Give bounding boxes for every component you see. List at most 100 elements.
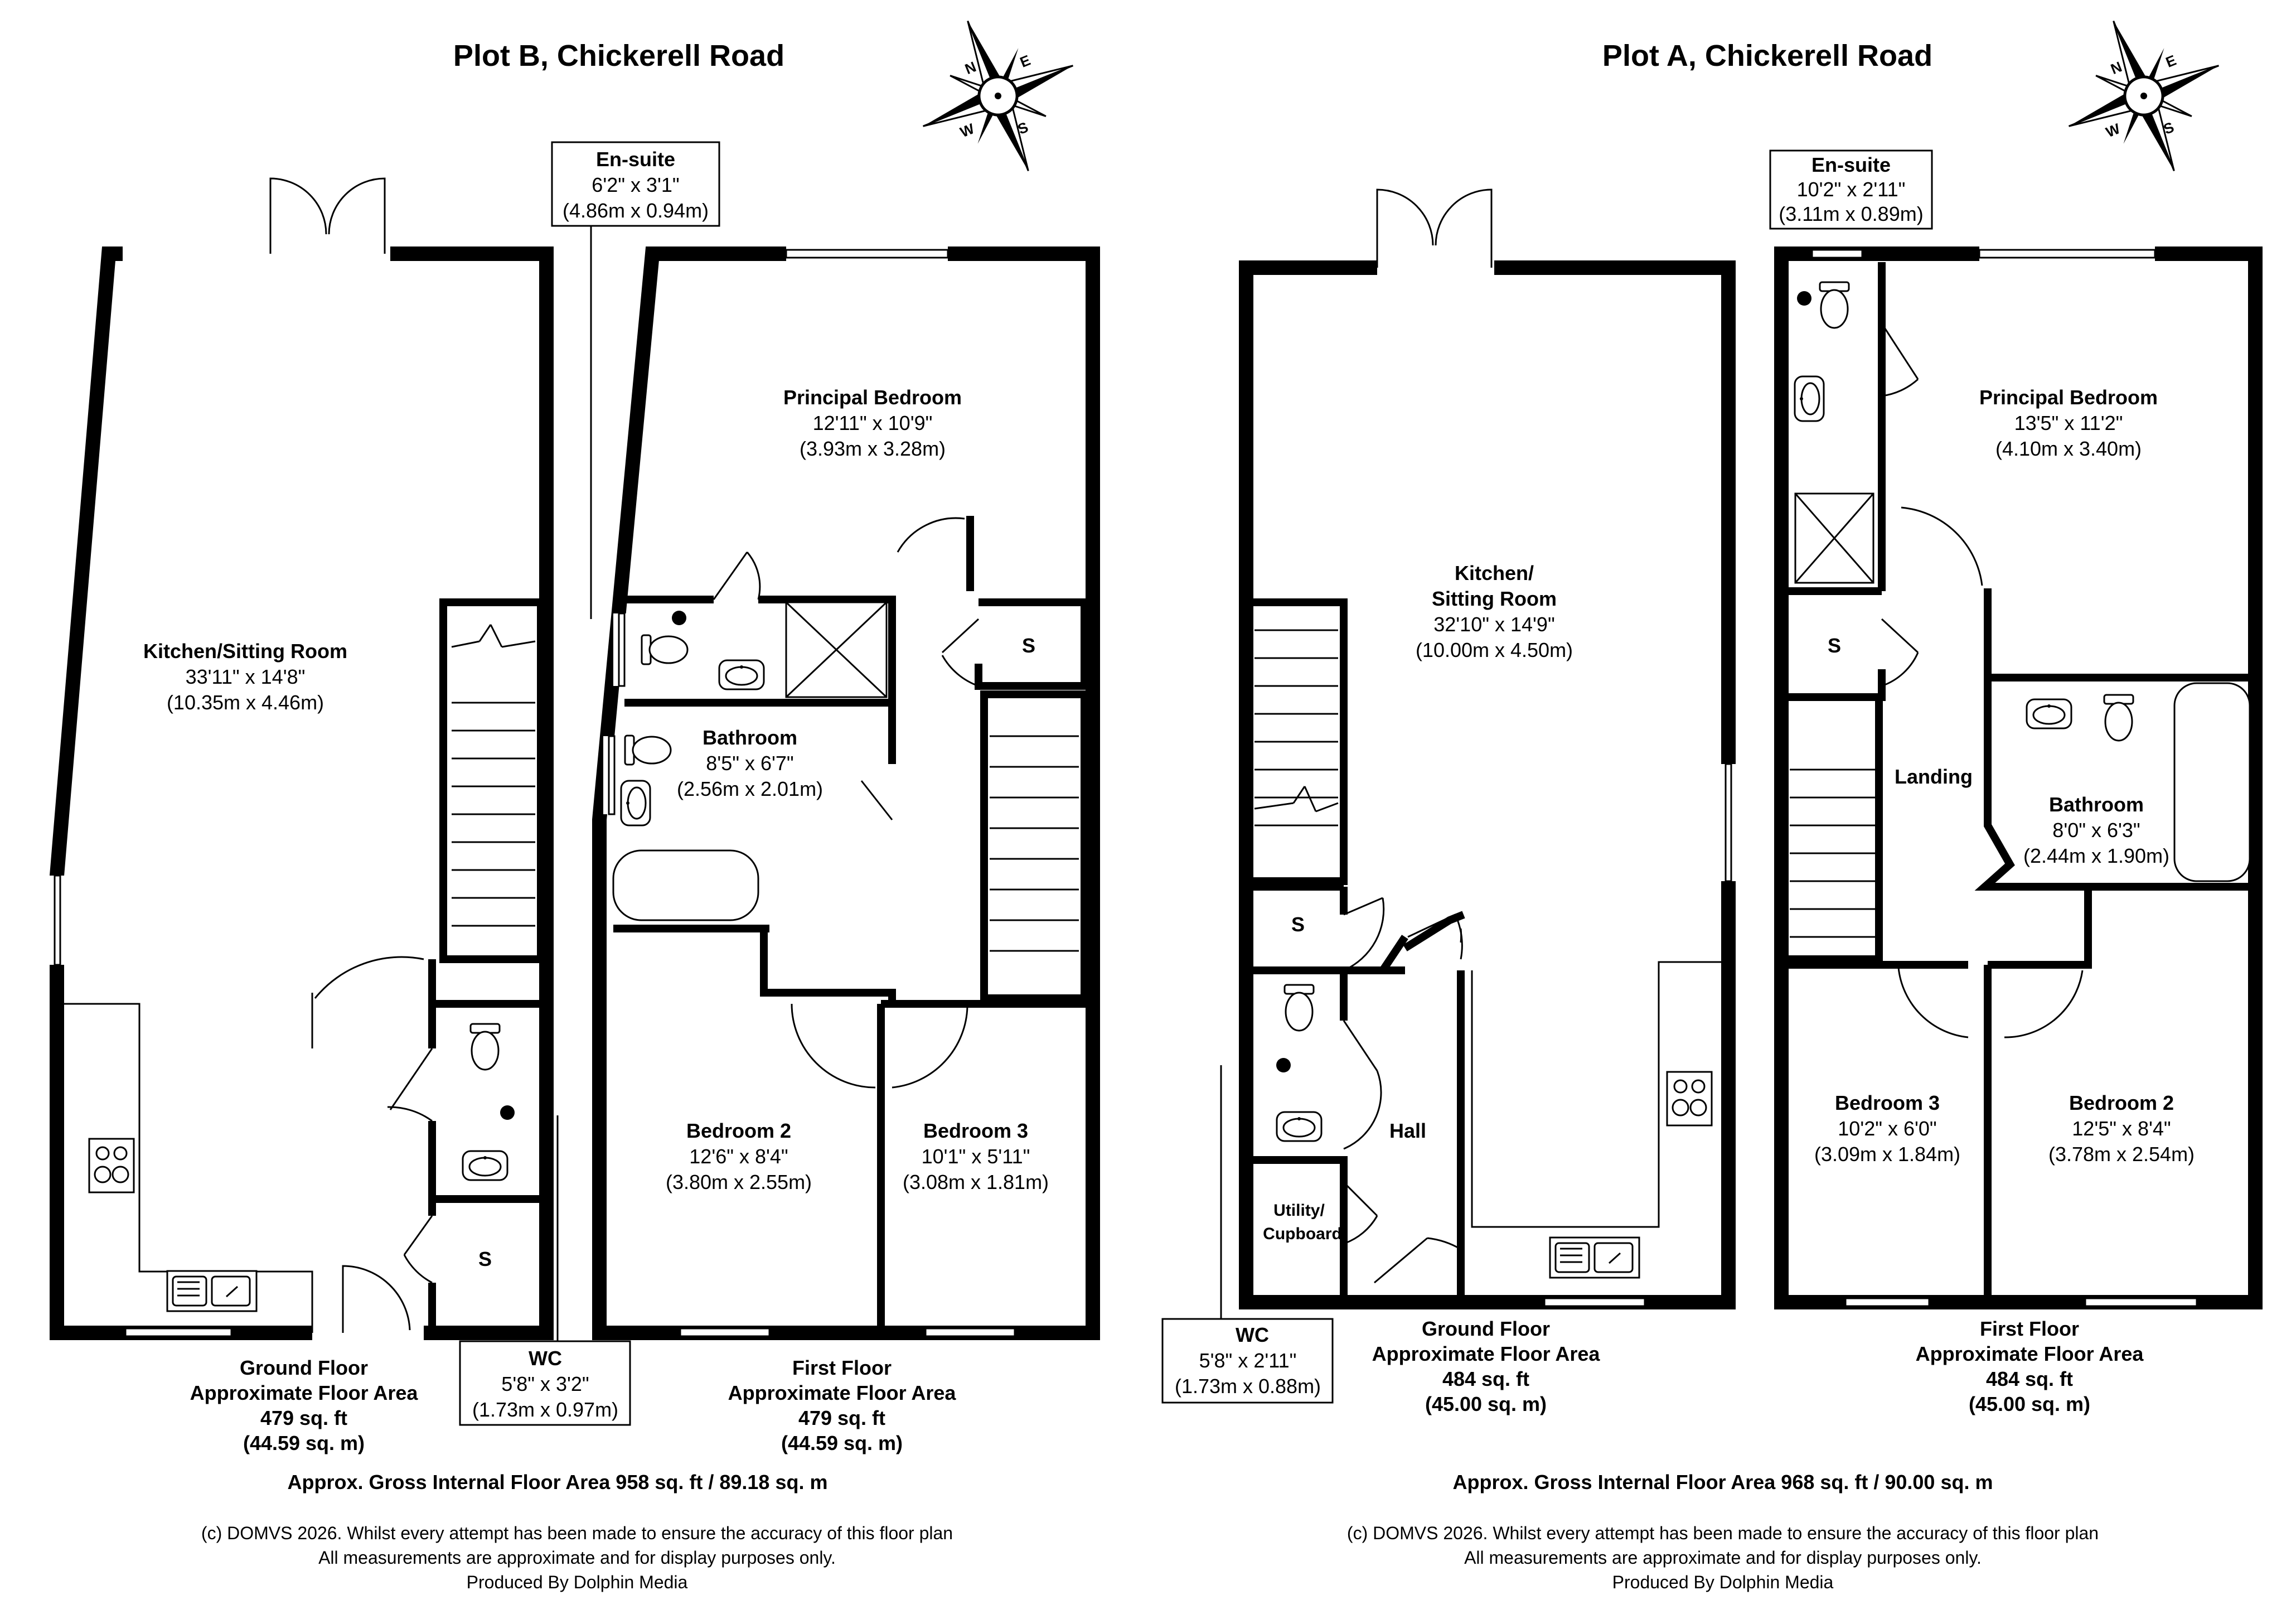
- copyright-line: All measurements are approximate and for…: [1464, 1548, 1982, 1568]
- compass-rose-icon: [893, 0, 1103, 201]
- compass-rose-icon: [2038, 0, 2249, 201]
- room-dim-imperial: 33'11" x 14'8": [186, 665, 306, 688]
- sink-icon: [1549, 1236, 1640, 1279]
- plot-b-first-floor: Principal Bedroom 12'11" x 10'9" (3.93m …: [592, 246, 1100, 1454]
- floor-name: Ground Floor: [1422, 1317, 1550, 1340]
- room-dim-metric: (1.73m x 0.97m): [472, 1398, 618, 1421]
- plot-b-wc-label: WC 5'8" x 3'2" (1.73m x 0.97m): [459, 1115, 631, 1426]
- utility-label: Cupboard: [1263, 1225, 1342, 1243]
- basin-icon: [620, 780, 651, 826]
- room-dim-metric: (10.35m x 4.46m): [167, 691, 324, 714]
- room-dim-imperial: 8'5" x 6'7": [706, 752, 793, 775]
- room-dim-imperial: 8'0" x 6'3": [2052, 819, 2140, 842]
- floor-name: First Floor: [1980, 1317, 2079, 1340]
- room-name: WC: [529, 1347, 562, 1370]
- compass-w-label: W: [2104, 120, 2123, 141]
- basin-icon: [718, 659, 765, 690]
- room-name: Bathroom: [703, 726, 797, 749]
- gross-area: Approx. Gross Internal Floor Area 968 sq…: [1453, 1471, 1993, 1494]
- sink-icon: [166, 1270, 258, 1312]
- toilet-icon: [2103, 694, 2134, 742]
- room-dim-imperial: 10'2" x 6'0": [1838, 1117, 1936, 1140]
- floor-area-sqm: (45.00 sq. m): [1425, 1393, 1547, 1415]
- plot-a-ensuite-label: En-suite 10'2" x 2'11" (3.11m x 0.89m): [1769, 149, 1933, 230]
- plot-a-ground-floor: Kitchen/ Sitting Room 32'10" x 14'9" (10…: [1239, 188, 1738, 1415]
- room-name: Principal Bedroom: [783, 386, 962, 409]
- room-dim-imperial: 6'2" x 3'1": [592, 173, 679, 196]
- toilet-icon: [641, 634, 689, 665]
- floor-area-sqft: 484 sq. ft: [1986, 1367, 2073, 1390]
- room-dim-metric: (3.09m x 1.84m): [1814, 1143, 1960, 1166]
- storage-label: S: [478, 1248, 492, 1270]
- room-name: WC: [1236, 1323, 1269, 1346]
- basin-icon: [462, 1150, 508, 1181]
- floor-area-caption: Approximate Floor Area: [728, 1381, 957, 1404]
- utility-label: Utility/: [1273, 1201, 1325, 1220]
- basin-icon: [1276, 1111, 1323, 1142]
- room-name: Bathroom: [2049, 793, 2144, 816]
- plot-b-ensuite-label: En-suite 6'2" x 3'1" (4.86m x 0.94m): [551, 141, 720, 619]
- room-dim-metric: (1.73m x 0.88m): [1175, 1375, 1321, 1398]
- room-dim-imperial: 32'10" x 14'9": [1433, 613, 1554, 636]
- room-dim-imperial: 5'8" x 2'11": [1199, 1349, 1297, 1372]
- copyright-line: (c) DOMVS 2026. Whilst every attempt has…: [201, 1523, 953, 1543]
- compass-e-label: E: [1018, 51, 1033, 70]
- storage-label: S: [1291, 913, 1305, 936]
- room-dim-imperial: 12'6" x 8'4": [689, 1145, 788, 1168]
- plot-a-wc-label: WC 5'8" x 2'11" (1.73m x 0.88m): [1161, 1065, 1334, 1404]
- storage-label: S: [1828, 634, 1841, 657]
- floor-area-sqm: (44.59 sq. m): [243, 1432, 365, 1454]
- room-name: Bedroom 2: [2069, 1091, 2174, 1114]
- room-name: Bedroom 2: [686, 1119, 791, 1142]
- room-dim-metric: (4.86m x 0.94m): [563, 199, 709, 222]
- hall-label: Hall: [1389, 1119, 1426, 1142]
- copyright-line: All measurements are approximate and for…: [318, 1548, 836, 1568]
- room-name: En-suite: [1811, 153, 1891, 176]
- plot-b-ground-floor: Kitchen/Sitting Room 33'11" x 14'8" (10.…: [48, 177, 554, 1454]
- room-dim-metric: (2.44m x 1.90m): [2023, 844, 2169, 867]
- copyright-line: (c) DOMVS 2026. Whilst every attempt has…: [1347, 1523, 2099, 1543]
- room-dim-metric: (3.80m x 2.55m): [666, 1171, 812, 1193]
- room-name: Bedroom 3: [1835, 1091, 1940, 1114]
- room-name: Kitchen/: [1455, 562, 1534, 584]
- floor-area-sqm: (45.00 sq. m): [1969, 1393, 2090, 1415]
- basin-icon: [2026, 698, 2072, 729]
- room-name: Principal Bedroom: [1979, 386, 2158, 409]
- room-name: Sitting Room: [1432, 587, 1557, 610]
- room-dim-imperial: 10'1" x 5'11": [922, 1145, 1030, 1168]
- room-dim-imperial: 10'2" x 2'11": [1797, 178, 1906, 201]
- floor-area-caption: Approximate Floor Area: [190, 1381, 419, 1404]
- room-name: Bedroom 3: [923, 1119, 1028, 1142]
- compass-n-label: N: [962, 58, 979, 78]
- plot-a-first-floor: S Principal Bedroom 13'5" x 11'2" (4.10m…: [1774, 246, 2263, 1415]
- gross-area: Approx. Gross Internal Floor Area 958 sq…: [288, 1471, 828, 1494]
- room-name: Kitchen/Sitting Room: [143, 640, 347, 663]
- copyright-line: Produced By Dolphin Media: [1612, 1572, 1834, 1592]
- compass-e-label: E: [2163, 51, 2178, 70]
- landing-label: Landing: [1895, 765, 1973, 788]
- floor-area-sqft: 484 sq. ft: [1442, 1367, 1529, 1390]
- floor-name: First Floor: [792, 1356, 892, 1379]
- compass-w-label: W: [958, 120, 977, 141]
- floor-area-caption: Approximate Floor Area: [1916, 1342, 2144, 1365]
- compass-n-label: N: [2108, 58, 2124, 78]
- floor-area-caption: Approximate Floor Area: [1372, 1342, 1601, 1365]
- plot-b: Plot B, Chickerell Road N E S W: [48, 0, 1103, 1592]
- toilet-icon: [1283, 984, 1315, 1032]
- floor-name: Ground Floor: [240, 1356, 368, 1379]
- toilet-icon: [469, 1023, 501, 1071]
- room-dim-imperial: 5'8" x 3'2": [501, 1372, 589, 1395]
- toilet-icon: [1819, 281, 1850, 329]
- plot-a: Plot A, Chickerell Road N E S W: [1161, 0, 2263, 1592]
- storage-label: S: [1022, 634, 1035, 657]
- hob-icon: [88, 1138, 135, 1193]
- room-dim-metric: (3.93m x 3.28m): [800, 437, 946, 460]
- room-dim-metric: (3.08m x 1.81m): [903, 1171, 1049, 1193]
- plot-b-title: Plot B, Chickerell Road: [453, 39, 784, 72]
- hob-icon: [1666, 1071, 1713, 1127]
- plot-a-title: Plot A, Chickerell Road: [1602, 39, 1932, 72]
- toilet-icon: [624, 734, 672, 766]
- room-dim-metric: (4.10m x 3.40m): [1995, 437, 2142, 460]
- basin-icon: [1794, 375, 1825, 422]
